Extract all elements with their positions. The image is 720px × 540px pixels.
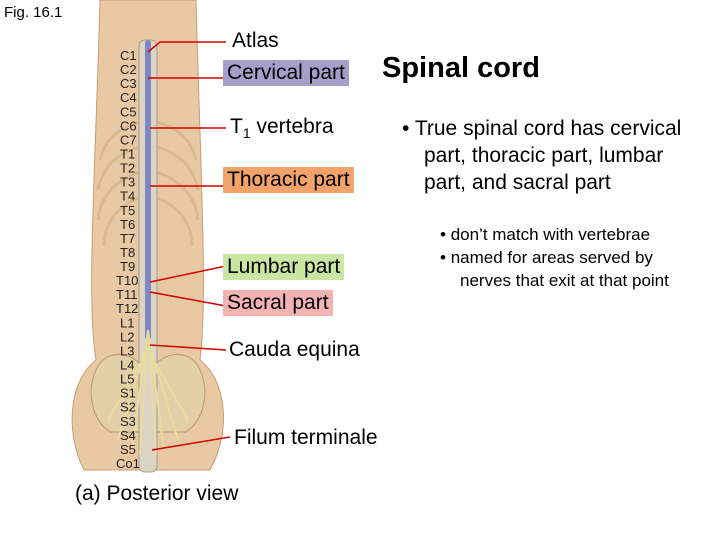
vertebra-label: L1 [120, 315, 134, 330]
sub-bullet-list: • don’t match with vertebrae • named for… [440, 223, 700, 292]
t1-letter: T [230, 115, 243, 138]
vertebra-label: C2 [120, 62, 137, 77]
bullet-marker: • [402, 117, 410, 140]
bullet-body: True spinal cord has cervical part, thor… [414, 117, 682, 194]
label-filum-terminale: Filum terminale [234, 426, 378, 449]
vertebra-label: T7 [120, 231, 135, 246]
vertebra-label: L2 [120, 329, 134, 344]
vertebra-labels: C1C2C3C4C5C6C7T1T2T3T4T5T6T7T8T9T10T11T1… [116, 48, 140, 471]
vertebra-label: T3 [120, 175, 135, 190]
sub-bullet-text: named for areas served by nerves that ex… [450, 248, 669, 290]
main-bullet: • True spinal cord has cervical part, th… [402, 115, 702, 196]
vertebra-label: T6 [120, 217, 135, 232]
vertebra-label: S1 [120, 386, 136, 401]
label-cauda-equina: Cauda equina [229, 338, 360, 361]
label-lumbar-part: Lumbar part [223, 254, 345, 280]
view-caption: (a) Posterior view [75, 482, 239, 505]
label-sacral-part: Sacral part [223, 290, 333, 316]
vertebra-label: L4 [120, 358, 134, 373]
figure-caption: Fig. 16.1 [4, 4, 63, 21]
vertebra-label: Co1 [116, 456, 140, 471]
vertebra-label: C4 [120, 90, 137, 105]
leader-sacral [149, 291, 227, 307]
spinal-cord [145, 40, 151, 340]
vertebra-label: T10 [116, 273, 138, 288]
label-cervical-part: Cervical part [223, 60, 349, 86]
leader-atlas [147, 41, 226, 53]
vertebra-label: T8 [120, 245, 135, 260]
sub-bullet-text: don’t match with vertebrae [450, 225, 651, 244]
vertebra-label: T1 [120, 146, 135, 161]
vertebra-label: L5 [120, 372, 134, 387]
vertebra-label: C3 [120, 76, 137, 91]
vertebra-label: C1 [120, 48, 137, 63]
vertebra-label: S5 [120, 442, 136, 457]
sub-bullet-item: • named for areas served by nerves that … [440, 248, 669, 290]
cauda-equina-nerves [107, 329, 189, 456]
vertebra-label: T2 [120, 161, 135, 176]
vertebra-label: T12 [116, 301, 138, 316]
sub-bullet-item: • don’t match with vertebrae [440, 225, 651, 244]
leader-lumbar [149, 265, 227, 283]
vertebra-label: L3 [120, 343, 134, 358]
leader-lines [147, 41, 231, 451]
vertebra-label: S2 [120, 400, 136, 415]
vertebra-label: T11 [116, 287, 137, 302]
vertebra-label: C7 [120, 132, 137, 147]
label-atlas: Atlas [232, 29, 279, 52]
main-bullet-text: • True spinal cord has cervical part, th… [402, 115, 702, 196]
t1-subscript: 1 [242, 125, 251, 142]
t1-rest: vertebra [250, 115, 334, 138]
vertebra-label: T4 [120, 189, 135, 204]
label-thoracic-part: Thoracic part [223, 167, 354, 193]
label-t1-vertebra: T1 vertebra [226, 114, 338, 142]
leader-filum [151, 436, 231, 451]
leader-cauda [149, 344, 227, 351]
vertebra-label: T5 [120, 203, 135, 218]
vertebra-label: C5 [120, 104, 137, 119]
vertebra-label: T9 [120, 259, 135, 274]
vertebra-label: C6 [120, 118, 137, 133]
vertebra-label: S3 [120, 414, 136, 429]
page-title: Spinal cord [382, 52, 540, 84]
vertebra-label: S4 [120, 428, 136, 443]
